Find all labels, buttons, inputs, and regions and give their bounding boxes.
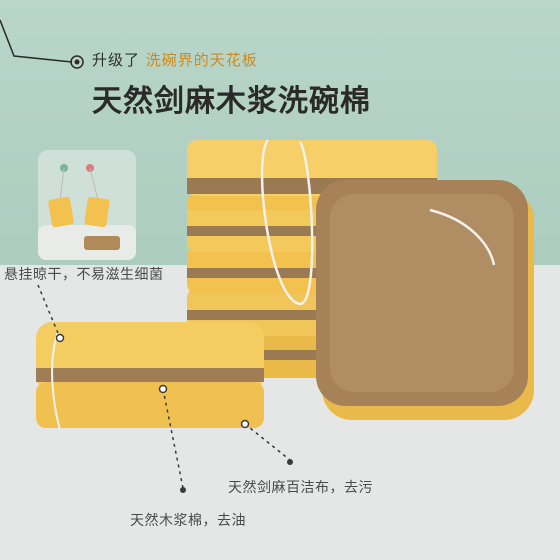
callout-wood-pulp: 天然木浆棉，去油 — [130, 513, 246, 529]
callout-lines — [37, 284, 291, 489]
inset-photo — [38, 150, 136, 260]
callout-sisal-cloth: 天然剑麻百洁布，去污 — [228, 480, 373, 496]
tagline-prefix: 升级了 — [92, 51, 141, 69]
headline: 天然剑麻木浆洗碗棉 — [92, 84, 371, 119]
corner-line — [0, 19, 73, 63]
bullet-ring — [70, 55, 84, 69]
front-sponge — [36, 322, 264, 431]
callout-hanging: 悬挂晾干，不易滋生细菌 — [4, 267, 164, 283]
tagline: 升级了 洗碗界的天花板 — [92, 49, 258, 70]
sisal-sponge — [316, 180, 534, 420]
callout-dots — [55, 333, 293, 493]
bullet-dot — [74, 59, 80, 65]
tagline-highlight: 洗碗界的天花板 — [145, 51, 258, 69]
